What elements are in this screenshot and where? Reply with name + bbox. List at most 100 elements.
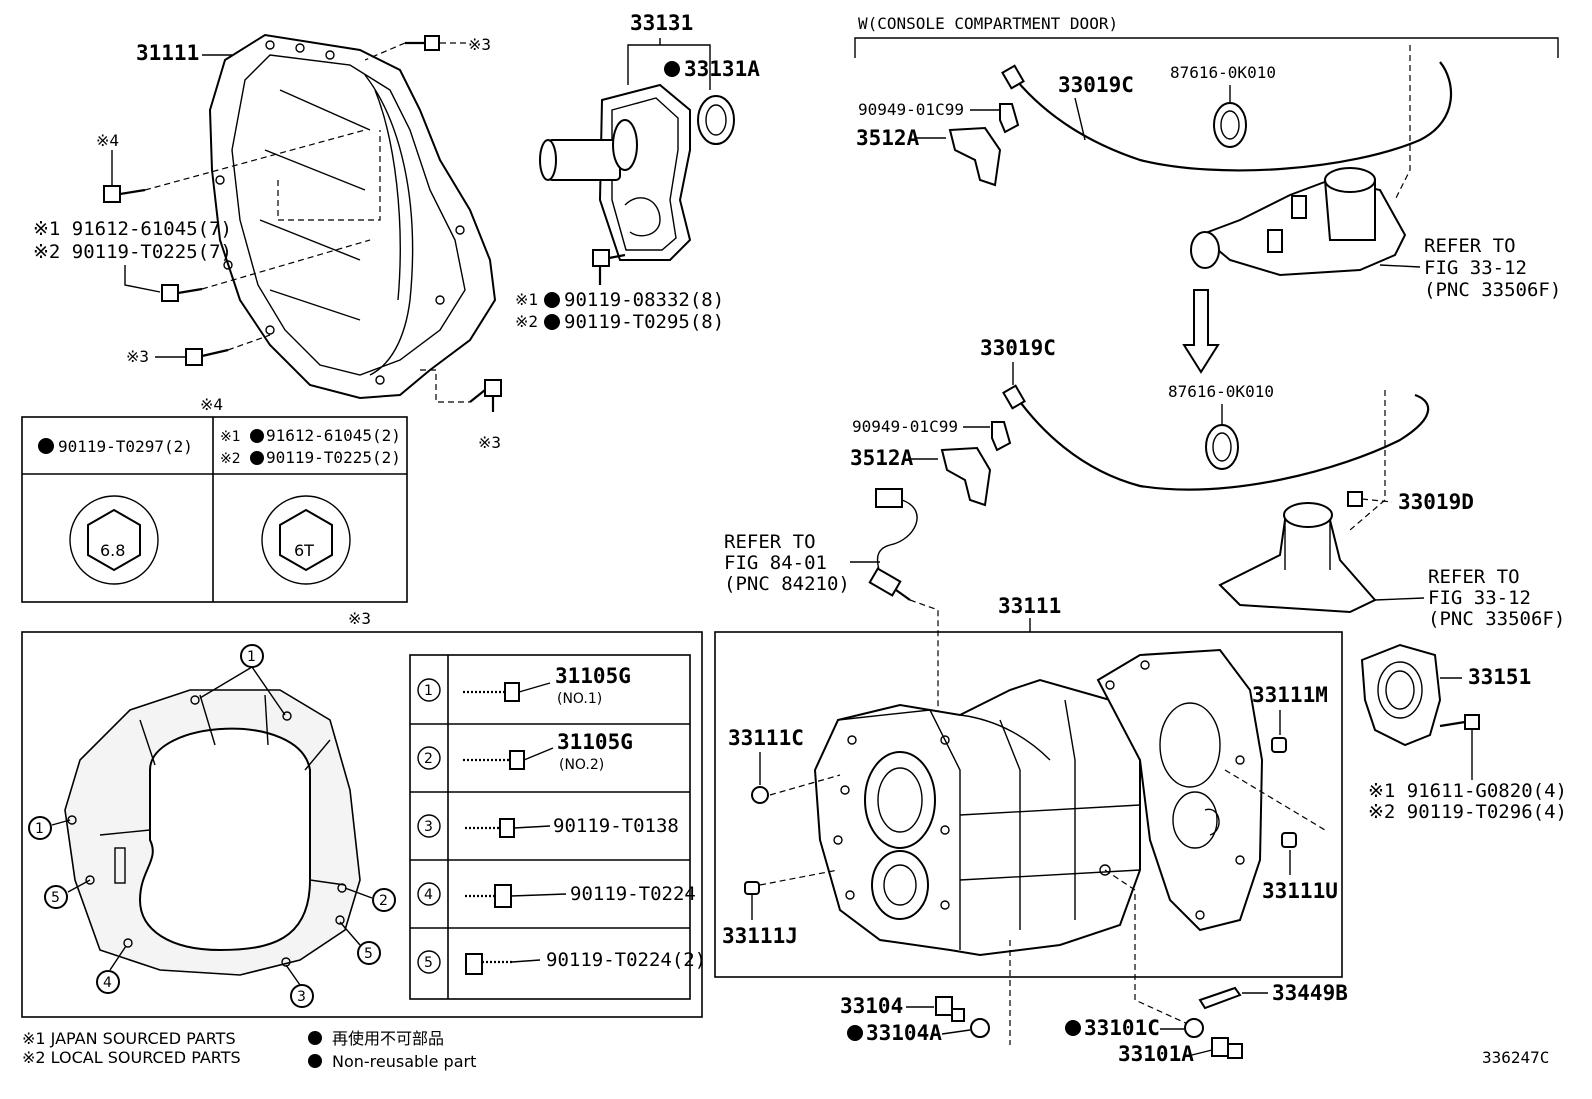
svg-text:5: 5 xyxy=(424,955,433,971)
pin-33111M xyxy=(1271,737,1287,753)
pin-33111J xyxy=(744,881,760,895)
hex-head-6t: 6T xyxy=(294,541,314,560)
section-header: W(CONSOLE COMPARTMENT DOOR) xyxy=(858,14,1118,33)
refer-sensor-2: FIG 84-01 xyxy=(724,552,827,574)
bolt-31111-local: ※2 90119-T0225(7) xyxy=(33,241,232,263)
bolt-icon xyxy=(469,379,502,412)
label-33101A: 33101A xyxy=(1118,1042,1194,1066)
refer-sensor-3: (PNC 84210) xyxy=(724,573,850,595)
label-33111J: 33111J xyxy=(722,924,798,948)
hex-head-6-8: 6.8 xyxy=(100,541,125,560)
clip-90949-top xyxy=(999,103,1020,134)
label-33449B: 33449B xyxy=(1272,981,1348,1005)
clutch-housing-31111 xyxy=(208,33,497,400)
bolt-icon xyxy=(103,185,146,203)
diagram-id: 336247C xyxy=(1482,1048,1549,1067)
bolt-33151-jp: ※1 91611-G0820(4) xyxy=(1368,780,1567,802)
svg-text:90119-T0224(2): 90119-T0224(2) xyxy=(546,949,706,971)
callout-1b: 1 xyxy=(35,821,44,837)
refer-top-2: FIG 33-12 xyxy=(1424,257,1527,279)
label-33019C-mid: 33019C xyxy=(980,336,1056,360)
bolt-33151-local: ※2 90119-T0296(4) xyxy=(1368,801,1567,823)
callout-2: 2 xyxy=(379,893,388,909)
bolt-31111-jp: ※1 91612-61045(7) xyxy=(33,218,232,240)
detail3-box: 1 1 2 3 4 5 5 xyxy=(21,631,703,1018)
mark2-33131: ※2 xyxy=(515,312,538,331)
label-87616-top: 87616-0K010 xyxy=(1170,63,1276,82)
refer-top-1: REFER TO xyxy=(1424,235,1516,257)
refer-sensor-1: REFER TO xyxy=(724,531,816,553)
label-90949-mid: 90949-01C99 xyxy=(852,417,958,436)
label-33111: 33111 xyxy=(998,594,1061,618)
label-33111M: 33111M xyxy=(1252,683,1328,707)
svg-text:2: 2 xyxy=(424,751,433,767)
bolt-33131-jp: 90119-08332(8) xyxy=(564,289,724,311)
gasket-33104A xyxy=(970,1018,990,1038)
retainer-33151 xyxy=(1360,643,1442,747)
label-33104A: 33104A xyxy=(866,1021,942,1045)
label-33131: 33131 xyxy=(630,11,693,35)
callout-3: 3 xyxy=(297,989,306,1005)
detail3-row-1: 1 31105G (NO.1) xyxy=(417,664,631,707)
label-33131A: 33131A xyxy=(684,57,760,81)
bolt-icon xyxy=(161,284,203,302)
callout-5a: 5 xyxy=(51,890,60,906)
svg-text:31105G: 31105G xyxy=(555,664,631,688)
callout-5b: 5 xyxy=(364,946,373,962)
extension-cover-33131 xyxy=(539,83,692,261)
bolt-icon xyxy=(592,249,626,285)
bracket-33449B xyxy=(1198,986,1242,1010)
union-33019D xyxy=(1347,491,1363,507)
clamp-87616-mid xyxy=(1205,424,1239,470)
speed-sensor-icon xyxy=(850,488,918,601)
legend-local: ※2 LOCAL SOURCED PARTS xyxy=(22,1048,241,1067)
callout-1a: 1 xyxy=(247,649,256,665)
svg-text:4: 4 xyxy=(424,887,433,903)
svg-text:(NO.1): (NO.1) xyxy=(557,691,602,707)
clip-90949-mid xyxy=(991,421,1012,452)
label-33101C: 33101C xyxy=(1084,1016,1160,1040)
plug-33101A xyxy=(1211,1037,1243,1059)
plug-33104 xyxy=(935,996,965,1022)
case-group-box xyxy=(714,631,1343,978)
svg-text:90119-T0138: 90119-T0138 xyxy=(553,815,679,837)
detail4-col2-line2: 90119-T0225(2) xyxy=(266,448,401,467)
oil-seal-33131A xyxy=(697,95,735,145)
label-33019D: 33019D xyxy=(1398,490,1474,514)
label-33111C: 33111C xyxy=(728,726,804,750)
callout-4: 4 xyxy=(103,975,112,991)
detail4-table: 90119-T0297(2) ※1 91612-61045(2) ※2 9011… xyxy=(21,416,408,603)
bracket-3512A-top xyxy=(948,126,1002,187)
detail4-col1-label: 90119-T0297(2) xyxy=(58,437,193,456)
mark4-label: ※4 xyxy=(96,131,119,150)
mark3-top: ※3 xyxy=(468,35,491,54)
refer-top-3: (PNC 33506F) xyxy=(1424,279,1561,301)
label-33151: 33151 xyxy=(1468,665,1531,689)
bolt-icon xyxy=(405,35,440,51)
pin-33111U xyxy=(1281,832,1297,848)
label-33019C-top: 33019C xyxy=(1058,73,1134,97)
legend-japan: ※1 JAPAN SOURCED PARTS xyxy=(22,1029,236,1048)
bolt-33131-local: 90119-T0295(8) xyxy=(564,311,724,333)
shift-lever-retainer-top xyxy=(1190,167,1407,277)
label-33104: 33104 xyxy=(840,994,903,1018)
detail3-row-2: 2 31105G (NO.2) xyxy=(417,730,633,773)
detail4-mark2: ※2 xyxy=(220,451,241,467)
legend-nonreusable-jp: 再使用不可部品 xyxy=(332,1029,444,1048)
label-33111U: 33111U xyxy=(1262,879,1338,903)
svg-text:90119-T0224: 90119-T0224 xyxy=(570,883,696,905)
legend-nonreusable-en: Non-reusable part xyxy=(332,1052,476,1071)
mark1-33131: ※1 xyxy=(515,290,538,309)
bolt-icon xyxy=(1439,714,1480,780)
refer-mid-2: FIG 33-12 xyxy=(1428,587,1531,609)
svg-text:31105G: 31105G xyxy=(557,730,633,754)
adapter-plate-33111 xyxy=(1096,648,1264,932)
refer-mid-1: REFER TO xyxy=(1428,566,1520,588)
refer-mid-3: (PNC 33506F) xyxy=(1428,608,1565,630)
detail3-row-5: 5 90119-T0224(2) xyxy=(417,949,706,975)
label-90949-top: 90949-01C99 xyxy=(858,100,964,119)
detail3-title: ※3 xyxy=(348,609,371,628)
clamp-87616-top xyxy=(1213,102,1247,148)
label-3512A-mid: 3512A xyxy=(850,446,914,470)
